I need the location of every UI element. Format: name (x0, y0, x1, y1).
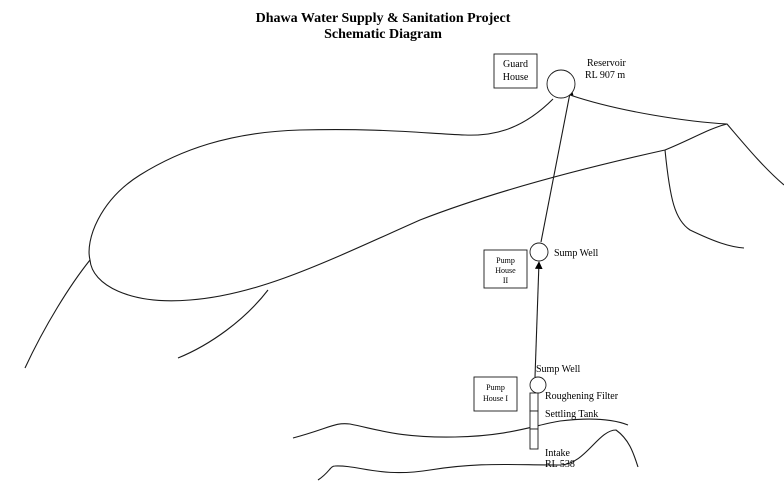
sump-well-upper-label: Sump Well (554, 248, 599, 259)
settling-tank-box (529, 410, 539, 430)
ridge-upper-right (569, 94, 784, 186)
ridge-outline (88, 98, 666, 302)
pipeline-lower-sump-to-upper-sump (534, 261, 543, 378)
river-bank-lower (317, 429, 639, 481)
sump-well-upper-icon (529, 242, 549, 262)
ridge-left-spur (24, 259, 91, 369)
pipeline-sump-to-reservoir (540, 87, 574, 243)
pump-house-1-label-line2: House I (483, 394, 508, 403)
pump-house-2-label-line2: House (495, 266, 516, 275)
pump-house-2-box (483, 249, 528, 289)
sump-well-lower-label: Sump Well (536, 364, 581, 375)
pump-house-2-label-line1: Pump (496, 256, 515, 265)
intake-rl-label: RL 538 (545, 459, 575, 470)
sump-well-lower-icon (529, 376, 547, 394)
diagram-subtitle: Schematic Diagram (324, 27, 442, 42)
ridge-right-spur (664, 149, 745, 249)
guard-house-label-line2: House (503, 72, 529, 83)
diagram-title: Dhawa Water Supply & Sanitation Project (256, 11, 511, 26)
pump-house-1-box (473, 376, 518, 412)
reservoir-label: Reservoir (587, 58, 627, 69)
reservoir-rl-label: RL 907 m (585, 70, 625, 81)
ridge-right-branch (664, 123, 728, 151)
river-bank-upper (292, 418, 629, 439)
guard-house-label-line1: Guard (503, 59, 528, 70)
pump-house-1-label-line1: Pump (486, 383, 505, 392)
intake-label: Intake (545, 448, 571, 459)
ridge-lower-spur (177, 289, 269, 359)
settling-tank-label: Settling Tank (545, 409, 598, 420)
reservoir-icon (546, 69, 576, 99)
intake-box (529, 428, 539, 450)
pump-house-2-label-line3: II (503, 276, 509, 285)
roughening-filter-label: Roughening Filter (545, 391, 619, 402)
guard-house-box (493, 53, 538, 89)
roughening-filter-box (529, 392, 539, 412)
